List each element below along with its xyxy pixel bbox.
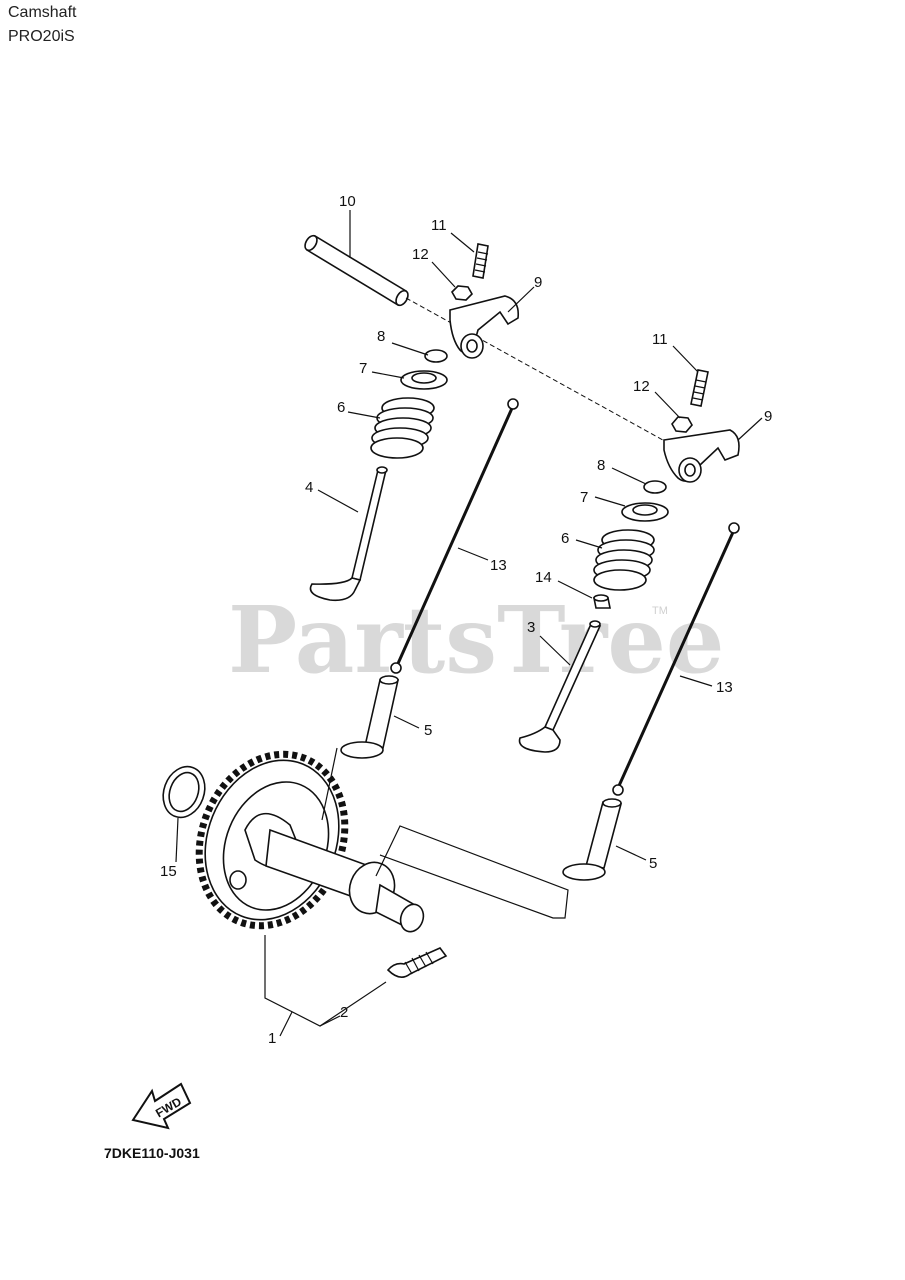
tappet-right xyxy=(562,798,623,881)
fwd-arrow-icon: FWD xyxy=(131,1082,192,1130)
callout-12: 12 xyxy=(412,246,429,263)
rocker-arm-right xyxy=(663,429,740,483)
stem-seal-right xyxy=(593,594,611,609)
page-title: Camshaft xyxy=(8,4,77,21)
watermark-trademark: TM xyxy=(652,605,668,617)
shim-washer xyxy=(162,765,206,819)
adjust-screw-right xyxy=(690,369,709,407)
rocker-arm-left xyxy=(449,295,520,359)
spring-retainer-left xyxy=(400,370,448,390)
valve-cap-left xyxy=(424,349,448,363)
camshaft-gear xyxy=(195,750,425,933)
callout-8b: 8 xyxy=(597,457,605,474)
adjust-screw-left xyxy=(472,243,489,279)
diagram-code: 7DKE110-J031 xyxy=(104,1145,200,1161)
callout-15: 15 xyxy=(160,863,177,880)
callout-12b: 12 xyxy=(633,378,650,395)
callout-1: 1 xyxy=(268,1030,276,1047)
callout-6: 6 xyxy=(337,399,345,416)
callout-9: 9 xyxy=(534,274,542,291)
callout-10: 10 xyxy=(339,193,356,210)
tappet-left xyxy=(340,675,399,759)
callout-7b: 7 xyxy=(580,489,588,506)
callout-11: 11 xyxy=(431,217,447,234)
push-rod-left xyxy=(390,398,519,674)
decompressor-spring xyxy=(386,947,448,978)
valve-left xyxy=(309,466,388,602)
callout-13: 13 xyxy=(490,557,507,574)
lock-nut-left xyxy=(451,285,473,301)
model-label: PRO20iS xyxy=(8,28,75,45)
callout-13b: 13 xyxy=(716,679,733,696)
spring-retainer-right xyxy=(621,502,669,522)
callout-6b: 6 xyxy=(561,530,569,547)
callout-8: 8 xyxy=(377,328,385,345)
callout-3: 3 xyxy=(527,619,535,636)
callout-2: 2 xyxy=(340,1004,348,1021)
push-rod-right xyxy=(612,522,740,796)
valve-cap-right xyxy=(643,480,667,494)
rocker-shaft-part xyxy=(304,234,409,307)
callout-7: 7 xyxy=(359,360,367,377)
callout-5: 5 xyxy=(424,722,432,739)
callout-labels: 10 11 12 9 8 7 6 4 13 11 12 9 8 7 6 14 3… xyxy=(160,193,772,1047)
callout-11b: 11 xyxy=(652,331,668,348)
callout-14: 14 xyxy=(535,569,552,586)
callout-9b: 9 xyxy=(764,408,772,425)
valve-right xyxy=(518,620,602,753)
callout-4: 4 xyxy=(305,479,313,496)
valve-spring-left xyxy=(370,397,435,459)
watermark-text: PartsTree xyxy=(228,586,724,694)
callout-5b: 5 xyxy=(649,855,657,872)
leader-lines xyxy=(175,210,763,1037)
lock-nut-right xyxy=(671,416,693,433)
valve-spring-right xyxy=(593,529,655,591)
